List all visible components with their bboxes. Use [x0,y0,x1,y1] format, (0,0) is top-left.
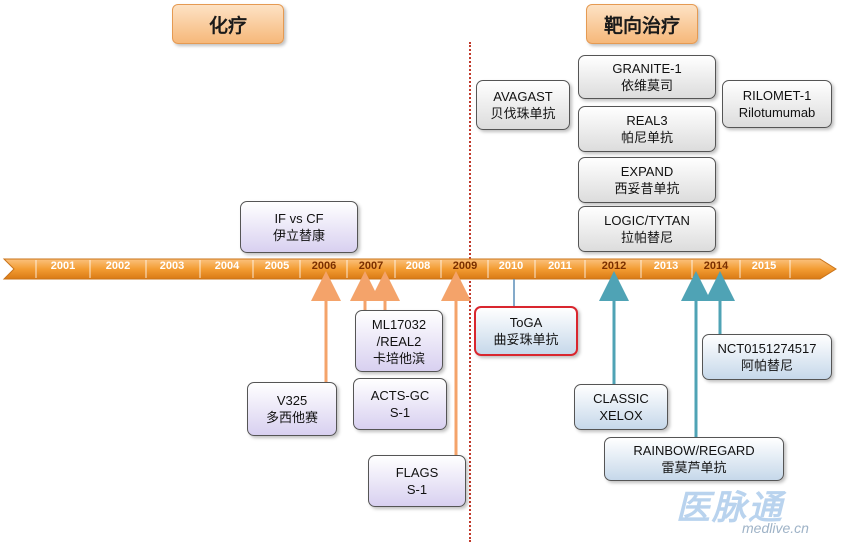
year-label: 2012 [601,260,627,272]
trial-name: GRANITE-1 [612,61,682,76]
trial-drug: 西妥昔单抗 [614,181,680,196]
trial-box-v325: V325 多西他赛 [247,382,337,436]
trial-name: CLASSIC [593,391,649,406]
trial-name-extra: /REAL2 [376,333,422,349]
trial-box-granite: GRANITE-1 依维莫司 [578,55,716,99]
year-label: 2004 [214,260,240,272]
year-label: 2010 [498,260,524,272]
trial-box-actsgc: ACTS-GC S-1 [353,378,447,430]
trial-drug: 伊立替康 [272,228,325,243]
trial-drug: 卡培他滨 [372,350,425,366]
trial-box-expand: EXPAND 西妥昔单抗 [578,157,716,203]
year-label: 2015 [751,260,777,272]
trial-name: V325 [276,393,308,408]
year-label: 2006 [311,260,337,272]
year-label: 2003 [159,260,185,272]
trial-box-classic: CLASSIC XELOX [574,384,668,430]
targeted-header: 靶向治疗 [586,4,698,44]
trial-box-toga: ToGA 曲妥珠单抗 [474,306,578,356]
trial-name: IF vs CF [274,211,324,226]
year-label: 2008 [405,260,431,272]
year-label: 2013 [653,260,679,272]
trial-name: FLAGS [395,465,439,480]
year-label: 2001 [50,260,76,272]
trial-drug: 曲妥珠单抗 [493,332,559,347]
year-label: 2014 [703,260,729,272]
trial-box-logic: LOGIC/TYTAN 拉帕替尼 [578,206,716,252]
trial-name: ML17032 [371,316,427,332]
trial-name: RAINBOW/REGARD [633,443,755,458]
trial-drug: Rilotumumab [738,105,816,120]
trial-box-rainbow: RAINBOW/REGARD 雷莫芦单抗 [604,437,784,481]
trial-drug: S-1 [389,405,411,420]
year-label: 2009 [452,260,478,272]
year-label: 2011 [548,260,572,272]
trial-box-nct: NCT0151274517 阿帕替尼 [702,334,832,380]
trial-name: RILOMET-1 [742,88,812,103]
trial-drug: 雷莫芦单抗 [661,460,727,475]
trial-drug: 阿帕替尼 [740,358,793,373]
trial-drug: 依维莫司 [620,78,673,93]
year-label: 2002 [105,260,131,272]
trial-box-ifcf: IF vs CF 伊立替康 [240,201,358,253]
trial-name: EXPAND [620,164,674,179]
year-label: 2005 [264,260,290,272]
trial-box-real3: REAL3 帕尼单抗 [578,106,716,152]
trial-box-flags: FLAGS S-1 [368,455,466,507]
trial-drug: 拉帕替尼 [620,230,673,245]
trial-drug: 帕尼单抗 [620,130,673,145]
trial-name: ToGA [509,315,543,330]
trial-drug: 多西他赛 [265,410,318,425]
trial-drug: S-1 [406,482,428,497]
chemo-header: 化疗 [172,4,284,44]
trial-name: AVAGAST [493,89,553,104]
watermark-brand: 医脉通 [676,489,784,527]
year-label: 2007 [358,260,384,272]
trial-name: ACTS-GC [370,388,430,403]
trial-box-avagast: AVAGAST 贝伐珠单抗 [476,80,570,130]
watermark-site: medlive.cn [742,520,809,536]
trial-drug: 贝伐珠单抗 [490,106,556,121]
medlive-watermark: 医脉通 medlive.cn [676,480,826,540]
trial-name: NCT0151274517 [717,341,817,356]
trial-box-rilomet: RILOMET-1 Rilotumumab [722,80,832,128]
trial-drug: XELOX [599,408,643,423]
trial-box-ml17032: ML17032 /REAL2 卡培他滨 [355,310,443,372]
trial-name: REAL3 [626,113,668,128]
trial-name: LOGIC/TYTAN [604,213,690,228]
